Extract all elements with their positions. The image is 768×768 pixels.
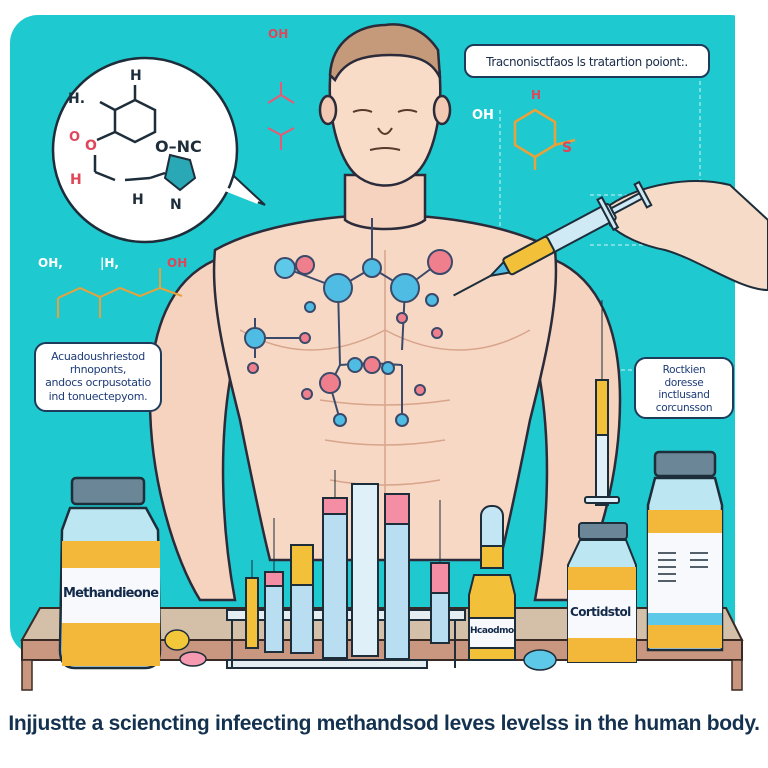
left-oh-red-label: OH: [167, 256, 188, 270]
callout-top-right: Tracnonisctfaos ls tratartion poiont:.: [464, 44, 710, 78]
bubble-onc-label: O–NC: [155, 137, 202, 156]
bubble-h-bottom-label: H: [132, 192, 144, 208]
h-right-label: H: [531, 88, 542, 102]
oh-right-label: OH: [472, 108, 494, 123]
callout-right-line: corcunsson: [655, 401, 713, 414]
cortisol-vial: [567, 300, 637, 663]
left-oh-label: OH,: [38, 256, 63, 270]
test-tube-rack: [226, 470, 466, 669]
callout-right-line: Roctkien: [662, 364, 706, 376]
callout-left-line: Acuadoushriestod: [51, 350, 145, 363]
bubble-h-red-label: H: [70, 172, 82, 188]
methandienone-bottle: [58, 476, 162, 670]
callout-right-line: doresse: [664, 376, 704, 389]
bubble-o2-label: O: [85, 138, 97, 154]
left-h-label: |H,: [100, 256, 119, 270]
right-margin: [735, 15, 768, 655]
s-label: S: [562, 140, 573, 156]
bubble-h-label: H.: [68, 91, 86, 107]
oh-top-label: OH: [268, 27, 289, 41]
bubble-o-label: O: [69, 130, 81, 145]
callout-right: Roctkien doresse inctlusand corcunsson: [634, 357, 734, 419]
small-ampoule: [468, 505, 516, 661]
callout-left: Acuadoushriestod rhnoponts, andocs ocrpu…: [34, 342, 162, 412]
callout-left-line: ind tonuectepyom.: [48, 389, 148, 403]
bubble-n-label: N: [170, 197, 182, 213]
caption: Injjustte a sciencting infeecting methan…: [8, 712, 760, 735]
callout-left-line: rhnoponts,: [69, 363, 127, 377]
bubble-h-top-label: H: [130, 68, 142, 84]
cortisol-label: Cortidstol: [570, 605, 631, 619]
syringe-in-hand: [453, 180, 768, 297]
ampoule-label: Hcaodmo: [470, 626, 514, 636]
callout-right-line: inctlusand: [658, 389, 710, 402]
callout-left-line: andocs ocrpusotatio: [45, 376, 151, 390]
large-vial: [646, 450, 724, 652]
molecule-speech-bubble: [51, 56, 266, 244]
methandienone-label: Methandieone: [63, 586, 159, 601]
chest-molecule: [244, 218, 453, 427]
